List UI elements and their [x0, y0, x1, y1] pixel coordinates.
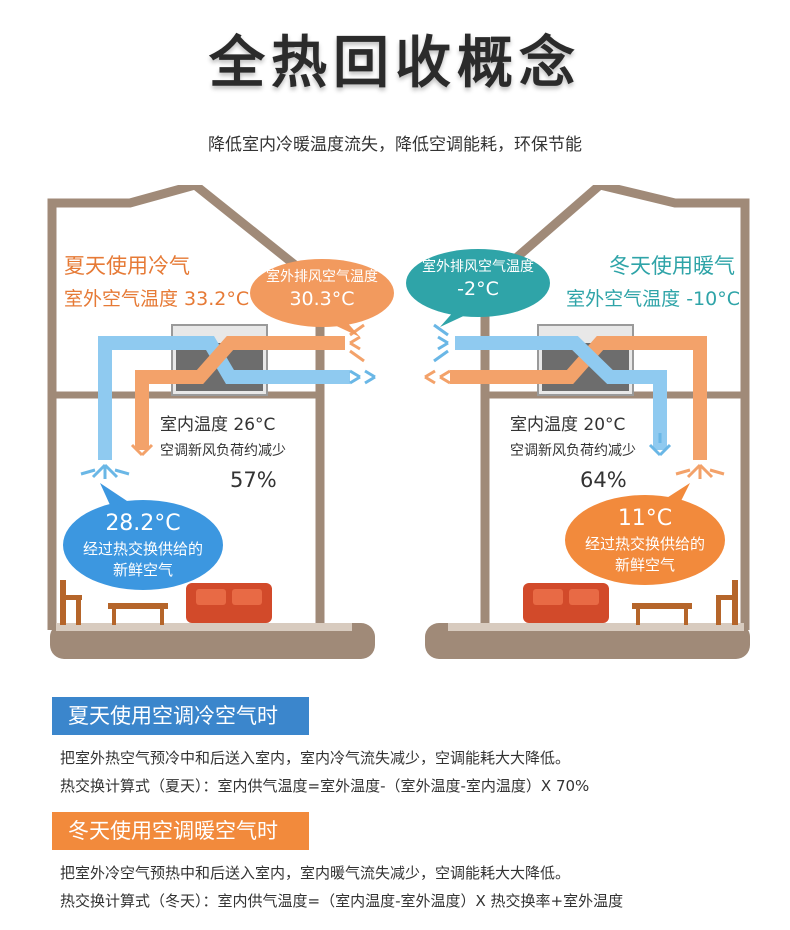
winter-outdoor-temp: 室外空气温度 -10°C	[566, 288, 740, 310]
page-subtitle: 降低室内冷暖温度流失，降低空调能耗，环保节能	[208, 135, 582, 155]
winter-return-vent-arrows	[648, 433, 672, 457]
summer-sofa-icon	[186, 583, 272, 623]
summer-season-label: 夏天使用冷气	[64, 254, 190, 278]
winter-season-label: 冬天使用暖气	[609, 254, 735, 278]
winter-indoor-temp: 室内温度 20°C	[510, 415, 625, 435]
summer-supply-line2: 新鲜空气	[113, 561, 173, 579]
winter-exhaust-arrows	[433, 323, 449, 363]
summer-description: 把室外热空气预冷中和后送入室内，室内冷气流失减少，空调能耗大大降低。	[60, 749, 571, 767]
summer-intake-arrows	[349, 369, 376, 385]
summer-return-vent-arrows	[130, 433, 154, 457]
winter-table-icon	[632, 603, 692, 625]
summer-load-label: 空调新风负荷约减少	[160, 443, 286, 459]
summer-supply-line1: 经过热交换供给的	[83, 540, 203, 558]
winter-supply-duct	[450, 336, 707, 460]
summer-exhaust-temp: 30.3°C	[289, 288, 354, 310]
winter-formula: 热交换计算式（冬天）：室内供气温度=（室内温度-室外温度）X 热交换率+室外温度	[60, 892, 624, 910]
winter-description: 把室外冷空气预热中和后送入室内，室内暖气流失减少，空调能耗大大降低。	[60, 864, 571, 882]
winter-ground	[425, 623, 750, 659]
winter-house: 室外排风空气温度 -2°C 冬天使用暖气 室外空气温度 -10°C 室内温度 2…	[406, 185, 750, 659]
summer-table-icon	[108, 603, 168, 625]
summer-exhaust-bubble	[250, 259, 394, 327]
summer-section-heading: 夏天使用空调冷空气时	[52, 697, 309, 735]
winter-exhaust-label: 室外排风空气温度	[422, 258, 534, 275]
summer-supply-temp: 28.2°C	[105, 511, 180, 536]
winter-exhaust-duct	[455, 336, 667, 450]
summer-exhaust-arrows	[349, 323, 365, 363]
summer-supply-vent-arrows	[80, 463, 130, 479]
heat-recovery-diagram: 室外排风空气温度 30.3°C 夏天使用冷气 室外空气温度 33.2°C 室内温…	[47, 185, 750, 659]
summer-indoor-temp: 室内温度 26°C	[160, 415, 275, 435]
winter-exhaust-bubble	[406, 249, 550, 317]
winter-supply-line2: 新鲜空气	[615, 556, 675, 574]
winter-supply-temp: 11°C	[618, 506, 672, 531]
winter-load-label: 空调新风负荷约减少	[510, 443, 636, 459]
winter-intake-arrows	[424, 369, 451, 385]
winter-supply-bubble	[565, 495, 725, 585]
winter-supply-line1: 经过热交换供给的	[585, 535, 705, 553]
page-title: 全热回收概念	[209, 31, 581, 96]
summer-supply-duct	[98, 336, 350, 460]
summer-chair-icon	[60, 580, 82, 625]
summer-supply-bubble	[63, 500, 223, 590]
winter-section-heading: 冬天使用空调暖空气时	[52, 812, 309, 850]
winter-exhaust-temp: -2°C	[457, 278, 499, 300]
summer-exhaust-duct	[135, 336, 345, 450]
summer-ground	[50, 623, 375, 659]
winter-load-value: 64%	[580, 468, 627, 492]
summer-outdoor-temp: 室外空气温度 33.2°C	[64, 288, 249, 310]
winter-supply-vent-arrows	[675, 463, 725, 479]
winter-sofa-icon	[523, 583, 609, 623]
summer-exhaust-label: 室外排风空气温度	[266, 268, 378, 285]
winter-chair-icon	[716, 580, 738, 625]
summer-house: 室外排风空气温度 30.3°C 夏天使用冷气 室外空气温度 33.2°C 室内温…	[47, 185, 394, 659]
summer-formula: 热交换计算式（夏天）：室内供气温度=室外温度-（室外温度-室内温度）X 70%	[60, 777, 590, 795]
summer-load-value: 57%	[230, 468, 277, 492]
